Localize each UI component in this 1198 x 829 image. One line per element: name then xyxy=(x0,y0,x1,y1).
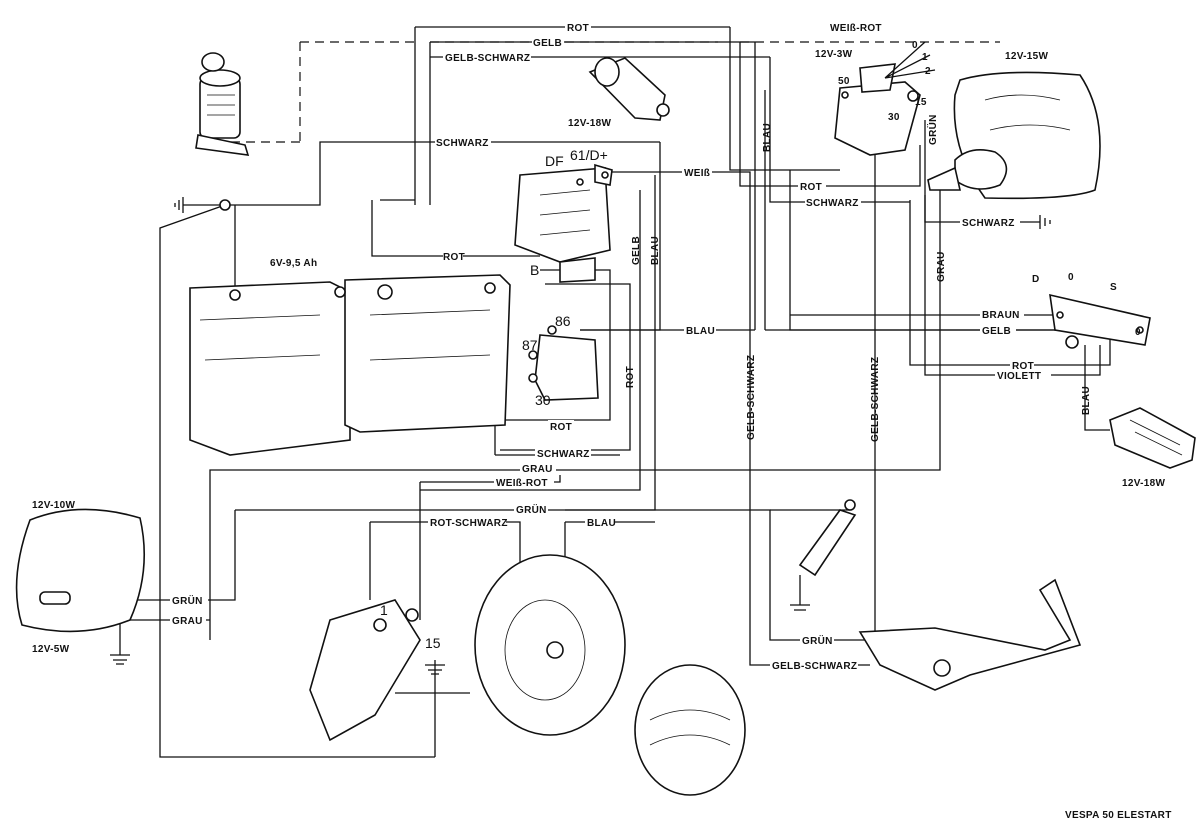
wire-label-grau: GRAU xyxy=(522,464,553,475)
wire-label-rot-schwarz: ROT-SCHWARZ xyxy=(430,518,508,529)
wire-label-schwarz: SCHWARZ xyxy=(436,138,489,149)
wire-label-gelb-schwarz: GELB-SCHWARZ xyxy=(445,53,530,64)
light-switch xyxy=(1049,293,1151,349)
wire-label-schwarz-3: SCHWARZ xyxy=(962,218,1015,229)
battery xyxy=(189,274,511,456)
ignition-15: 15 xyxy=(915,97,927,108)
light-switch-0-b: 0 xyxy=(1135,327,1141,338)
ignition-pos-0: 0 xyxy=(912,40,918,51)
light-switch-s: S xyxy=(1110,282,1117,293)
battery-label: 6V-9,5 Ah xyxy=(270,258,317,269)
ground-symbol-left xyxy=(174,197,195,213)
ignition-pos-1: 1 xyxy=(922,52,928,63)
flywheel-cover xyxy=(634,664,746,796)
headlight-label: 12V-15W xyxy=(1005,51,1048,62)
wire-label-schwarz-4: SCHWARZ xyxy=(537,449,590,460)
wire-label-grau-2: GRAU xyxy=(172,616,203,627)
wire-label-gelb-schwarz-2: GELB-SCHWARZ xyxy=(772,661,857,672)
wire-label-grun-2: GRÜN xyxy=(172,594,203,607)
wire-label-gelb-schwarz-vertical-2: GELB-SCHWARZ xyxy=(870,357,881,442)
ignition-coil xyxy=(195,52,250,156)
tail-lamp-bottom-label: 12V-5W xyxy=(32,644,70,655)
ignition-pos-2: 2 xyxy=(925,66,931,77)
light-switch-0: 0 xyxy=(1068,272,1074,283)
wire-label-rot: ROT xyxy=(567,23,589,34)
terminal-labels: DF 61/D+ B 86 87 30 1 15 0 1 2 50 30 15 … xyxy=(380,40,1141,651)
wire-label-gelb: GELB xyxy=(533,38,562,49)
starter-motor xyxy=(309,599,421,742)
ground-symbol-starter xyxy=(425,664,445,675)
wire-label-gelb-schwarz-vertical: GELB-SCHWARZ xyxy=(746,355,757,440)
ignition-wire-label: WEIß-ROT xyxy=(830,23,882,34)
wire-label-violett: VIOLETT xyxy=(997,371,1041,382)
wire-labels: ROT GELB GELB-SCHWARZ SCHWARZ WEIß ROT S… xyxy=(170,21,1092,672)
wire-label-blau-2: BLAU xyxy=(587,518,616,529)
flywheel-stator xyxy=(474,554,626,736)
regulator-df-label: DF xyxy=(545,153,564,169)
voltage-regulator xyxy=(514,163,613,283)
starter-relay xyxy=(528,325,599,401)
wires xyxy=(70,26,1111,758)
tail-lamp xyxy=(15,508,146,633)
wire-label-grau-vertical: GRAU xyxy=(936,251,947,282)
wire-label-grun-3: GRÜN xyxy=(802,634,833,647)
wire-label-blau-vertical-2: BLAU xyxy=(650,236,661,265)
wire-label-grun: GRÜN xyxy=(516,503,547,516)
starter-1-label: 1 xyxy=(380,602,388,618)
wire-label-blau-vertical: BLAU xyxy=(762,123,773,152)
ground-junction xyxy=(219,199,231,211)
turn-signal-label: 12V-18W xyxy=(1122,478,1165,489)
horn-top xyxy=(588,57,670,121)
relay-86-label: 86 xyxy=(555,313,571,329)
headlight xyxy=(927,71,1101,200)
component-labels: 6V-9,5 Ah 12V-15W 12V-18W 12V-18W 12V-3W… xyxy=(32,23,1165,655)
ground-symbol-right xyxy=(1039,215,1051,229)
brake-pedal-switch xyxy=(858,578,1082,691)
ignition-switch xyxy=(834,41,936,156)
wire-label-schwarz-2: SCHWARZ xyxy=(806,198,859,209)
wire-label-weiss-rot: WEIß-ROT xyxy=(496,478,548,489)
regulator-d-plus-label: 61/D+ xyxy=(570,147,608,163)
turn-signal-right xyxy=(1109,407,1196,469)
wire-label-rot-5: ROT xyxy=(550,422,572,433)
wire-label-braun: BRAUN xyxy=(982,310,1020,321)
wire-label-rot-vertical: ROT xyxy=(625,366,636,388)
horn-label: 12V-18W xyxy=(568,118,611,129)
regulator-b-label: B xyxy=(530,262,539,278)
ground-symbol-tail xyxy=(110,654,130,665)
relay-30-label: 30 xyxy=(535,392,551,408)
wire-label-gelb-vertical: GELB xyxy=(631,236,642,265)
tail-lamp-top-label: 12V-10W xyxy=(32,500,75,511)
wire-label-rot-4: ROT xyxy=(1012,361,1034,372)
pilot-lamp-label: 12V-3W xyxy=(815,49,853,60)
wire-label-weiss: WEIß xyxy=(684,168,710,179)
wire-label-rot-3: ROT xyxy=(443,252,465,263)
wire-label-gelb-2: GELB xyxy=(982,326,1011,337)
wire-label-grun-vertical: GRÜN xyxy=(926,114,939,145)
wire-label-blau-vertical-3: BLAU xyxy=(1081,386,1092,415)
wire-label-rot-2: ROT xyxy=(800,182,822,193)
starter-15-label: 15 xyxy=(425,635,441,651)
ignition-50: 50 xyxy=(838,76,850,87)
diagram-title: VESPA 50 ELESTART xyxy=(1065,810,1172,821)
wire-label-blau: BLAU xyxy=(686,326,715,337)
relay-87-label: 87 xyxy=(522,337,538,353)
light-switch-d: D xyxy=(1032,274,1040,285)
ignition-30: 30 xyxy=(888,112,900,123)
spark-plug xyxy=(790,499,857,611)
